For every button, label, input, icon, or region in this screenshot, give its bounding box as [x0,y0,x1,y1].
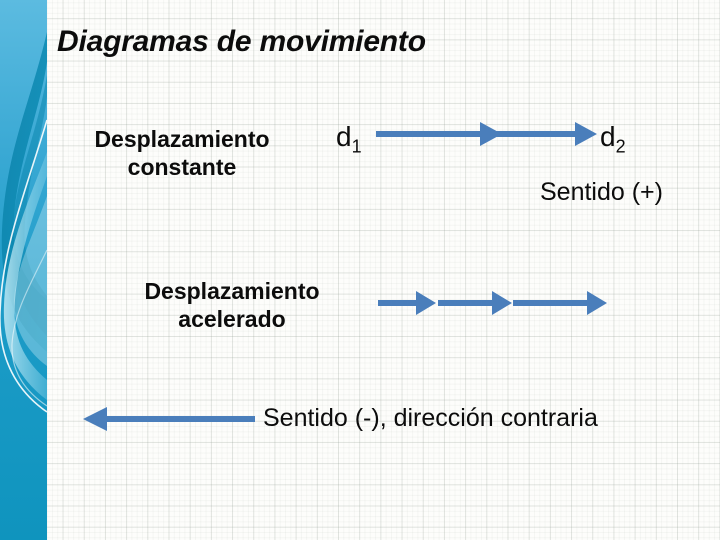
marker-d2-subscript: 2 [615,136,626,157]
note-sentido-positivo: Sentido (+) [540,178,663,206]
arrow-constant-2 [471,122,597,146]
marker-d2: d2 [600,121,626,158]
arrow-accelerated-2 [438,291,512,315]
sidebar-decoration [0,0,47,540]
label-desplazamiento-constante: Desplazamiento constante [94,126,270,181]
page-title: Diagramas de movimiento [57,25,426,58]
label-desplazamiento-acelerado: Desplazamiento acelerado [144,278,320,333]
marker-d1-letter: d [336,121,352,152]
marker-d2-letter: d [600,121,616,152]
arrow-reverse-left [83,407,255,431]
marker-d1-subscript: 1 [351,136,362,157]
arrow-accelerated-1 [378,291,436,315]
marker-d1: d1 [336,121,362,158]
arrow-constant-1 [376,122,502,146]
note-sentido-negativo: Sentido (-), dirección contraria [263,404,598,432]
arrow-accelerated-3 [513,291,607,315]
